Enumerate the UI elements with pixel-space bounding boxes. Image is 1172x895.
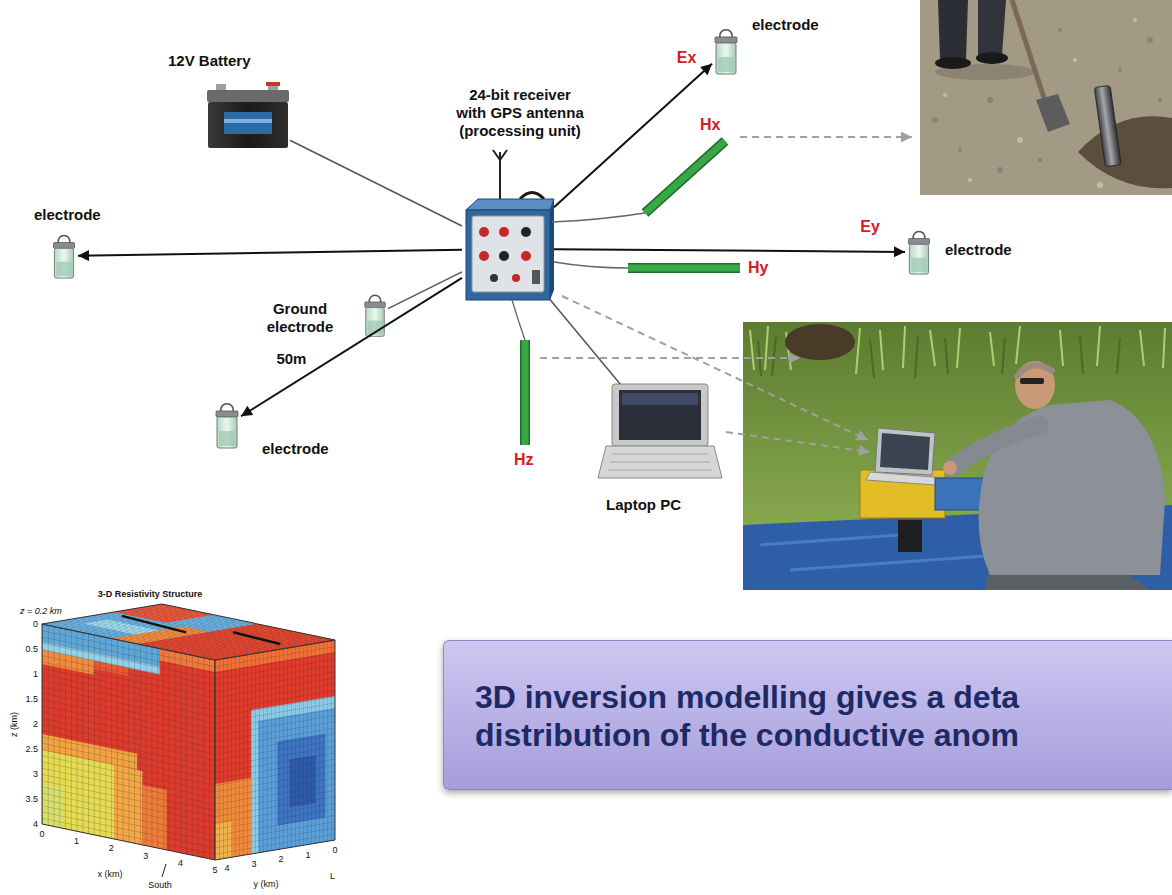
measurement-arrow [241, 278, 462, 416]
battery-icon [207, 82, 289, 148]
plot-label: 4 [178, 858, 183, 869]
edge-label: Ex [677, 49, 697, 67]
signal-name: Hz [514, 451, 534, 469]
sensor-cable [512, 213, 645, 340]
laptop-node: Laptop PC [598, 384, 722, 480]
node-label: electrode [34, 206, 101, 224]
cable [290, 140, 462, 226]
plot-label: 5 [212, 865, 217, 876]
field-photo [920, 0, 1172, 195]
photo-pointer [540, 137, 912, 452]
magnetometer-coil [525, 141, 740, 445]
cable [388, 272, 462, 309]
plot-label: 3 [251, 859, 256, 870]
electrode-icon [53, 30, 929, 448]
node-label: electrode [752, 16, 819, 34]
electrode-node: electrode [905, 228, 933, 276]
plot-label: 0.5 [25, 644, 38, 655]
measurement-arrow [554, 249, 905, 252]
ground-electrode-node: Ground electrode [362, 290, 388, 340]
battery-node: 12V Battery [205, 88, 290, 150]
cable [550, 300, 620, 384]
plot-label: 2 [33, 719, 38, 730]
plot-label: 0 [39, 829, 44, 840]
signal-name: Hx [700, 116, 720, 134]
plot-label: 4 [33, 819, 38, 830]
node-label: 3D inversion modelling gives a deta dist… [467, 678, 1027, 754]
receiver-node: 24-bit receiver with GPS antenna (proces… [462, 198, 554, 300]
plot-label: 2 [278, 854, 283, 865]
plot-label: 1 [305, 850, 310, 861]
field-photo [743, 322, 1172, 590]
plot-label: 3.5 [25, 794, 38, 805]
plot-label: y (km) [254, 879, 279, 890]
plot-label: 2 [109, 843, 114, 854]
plot-label: 1 [33, 669, 38, 680]
plot-label: L [330, 871, 335, 882]
plot-label: 1.5 [25, 694, 38, 705]
node-label: Laptop PC [606, 496, 681, 514]
plot-label: 3 [143, 851, 148, 862]
measurement-arrow [78, 250, 462, 256]
plot-label: 0 [332, 845, 337, 856]
edge-label: 50m [276, 350, 306, 368]
electrode-node: electrode [213, 400, 241, 450]
node-label: 24-bit receiver with GPS antenna (proces… [453, 86, 587, 140]
resistivity-block [42, 604, 335, 877]
plot-label: 4 [224, 863, 229, 874]
plot-label: South [148, 880, 172, 891]
summary-banner: 3D inversion modelling gives a deta dist… [443, 640, 1172, 790]
electrode-node: electrode [712, 26, 740, 76]
plot-label: 1 [74, 836, 79, 847]
plot-label: 0 [33, 619, 38, 630]
plot-label: x (km) [98, 869, 123, 880]
plot-label: z = 0.2 km [20, 606, 62, 617]
node-label: Ground electrode [252, 300, 348, 336]
plot-label: 3-D Resistivity Structure [98, 589, 203, 600]
node-label: 12V Battery [168, 52, 251, 70]
node-label: electrode [945, 241, 1012, 259]
edge-label: Ey [860, 218, 880, 236]
plot-label: 3 [33, 769, 38, 780]
plot-label: 2.5 [25, 744, 38, 755]
receiver-unit [466, 150, 554, 300]
plot-label: z (km) [9, 712, 20, 737]
signal-name: Hy [748, 259, 768, 277]
node-label: electrode [262, 440, 329, 458]
electrode-node: electrode [50, 232, 78, 280]
laptop-icon [598, 384, 722, 478]
